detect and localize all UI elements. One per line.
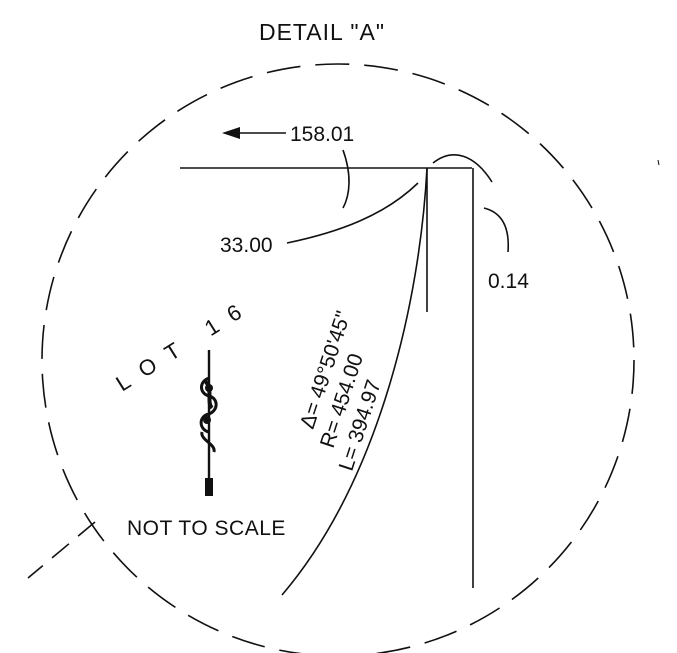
offset-a-label: 33.00 [220, 234, 273, 257]
boundary-curve [281, 167, 428, 596]
scale-note: NOT TO SCALE [127, 517, 286, 540]
stray-mark [657, 159, 660, 166]
north-arrow-icon [199, 350, 218, 496]
arrow-left-icon [222, 127, 286, 139]
detail-title: DETAIL "A" [259, 19, 385, 45]
lot-label: LOT 16 [111, 292, 257, 396]
detail-leader-line [27, 521, 96, 579]
bearing-distance-label: 158.01 [290, 123, 354, 146]
offset-b-leader [483, 207, 509, 253]
detail-circle [41, 63, 635, 653]
dimension-leader [342, 149, 350, 209]
offset-a-leader [286, 182, 419, 244]
offset-b-label: 0.14 [488, 270, 529, 293]
curve-data: Δ= 49°50'45" R= 454.00 L= 394.97 [296, 308, 386, 473]
corner-arc [432, 154, 493, 183]
